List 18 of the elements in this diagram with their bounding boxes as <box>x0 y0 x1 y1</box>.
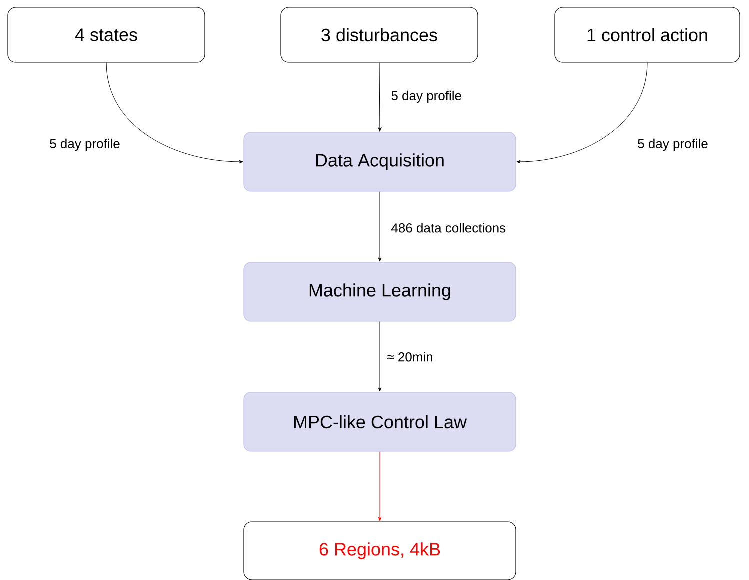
edge-label: 486 data collections <box>390 222 508 234</box>
input-box: 4 states <box>8 7 206 63</box>
arrow <box>378 62 382 132</box>
edge-label: 5 day profile <box>636 138 710 152</box>
arrow <box>378 322 382 392</box>
process-box: Machine Learning <box>244 262 516 322</box>
process-box: Data Acquisition <box>244 132 516 192</box>
result-box: 6 Regions, 4kB <box>244 522 516 580</box>
edge-label: 5 day profile <box>390 90 464 104</box>
input-box: 3 disturbances <box>280 7 478 63</box>
arrow <box>378 452 382 522</box>
edge-label: 5 day profile <box>48 138 122 152</box>
input-box: 1 control action <box>554 7 740 63</box>
arrow <box>516 62 648 164</box>
edge-label: ≈ 20min <box>386 351 434 363</box>
process-box: MPC-like Control Law <box>244 392 516 452</box>
arrow <box>378 192 382 262</box>
arrow <box>106 62 244 164</box>
